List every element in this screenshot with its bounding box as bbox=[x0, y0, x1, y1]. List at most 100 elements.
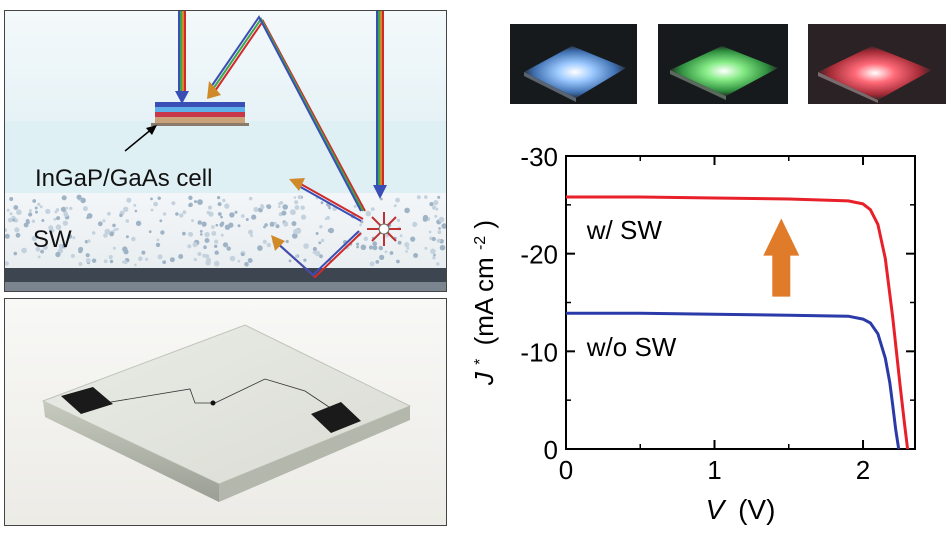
particle bbox=[424, 246, 428, 250]
particle bbox=[193, 258, 197, 262]
particle bbox=[150, 208, 154, 212]
particle bbox=[160, 230, 165, 235]
particle bbox=[312, 251, 316, 254]
particle bbox=[222, 242, 229, 248]
particle bbox=[229, 212, 235, 218]
particle bbox=[433, 200, 439, 206]
particle bbox=[430, 248, 436, 255]
particle bbox=[432, 256, 436, 260]
particle bbox=[123, 249, 129, 255]
particle bbox=[303, 243, 309, 249]
particle bbox=[294, 200, 299, 205]
left-contact-pad bbox=[61, 387, 113, 414]
particle bbox=[12, 218, 16, 222]
particle bbox=[266, 204, 270, 208]
luminescence-photo-strip bbox=[510, 24, 946, 104]
particle bbox=[413, 253, 419, 258]
y-tick-label: -20 bbox=[520, 240, 558, 270]
particle bbox=[410, 236, 416, 242]
particle bbox=[395, 197, 400, 203]
particle bbox=[134, 263, 137, 267]
particle bbox=[281, 210, 287, 216]
photo-green-glow bbox=[658, 24, 788, 104]
back-reflector-edge bbox=[5, 282, 446, 291]
particle bbox=[416, 195, 421, 200]
particle bbox=[67, 234, 73, 239]
particle bbox=[217, 196, 221, 200]
particle bbox=[72, 236, 76, 240]
particle bbox=[34, 206, 38, 210]
particle bbox=[303, 258, 307, 262]
sw-label: SW bbox=[33, 226, 72, 253]
particle bbox=[199, 230, 203, 233]
particle bbox=[248, 229, 253, 235]
particle bbox=[436, 262, 440, 266]
particle bbox=[197, 252, 202, 256]
particle bbox=[206, 257, 212, 263]
particle bbox=[76, 194, 82, 200]
series-lines bbox=[566, 195, 910, 450]
particle bbox=[222, 198, 226, 203]
particle bbox=[104, 228, 111, 235]
particle bbox=[191, 219, 194, 223]
particle bbox=[433, 253, 436, 257]
particle bbox=[257, 245, 263, 251]
particle bbox=[294, 205, 300, 210]
device-photo-drawing bbox=[5, 299, 446, 525]
particle bbox=[424, 195, 428, 199]
particle bbox=[123, 206, 129, 212]
particle bbox=[380, 197, 383, 201]
particle bbox=[211, 225, 215, 229]
particle bbox=[372, 241, 378, 246]
particle bbox=[384, 250, 388, 254]
particle bbox=[112, 223, 116, 228]
plot-frame bbox=[565, 155, 916, 450]
particle bbox=[319, 254, 323, 259]
particle bbox=[62, 244, 67, 249]
particle bbox=[273, 221, 277, 225]
particle bbox=[314, 250, 321, 257]
particle bbox=[125, 219, 130, 223]
particle bbox=[85, 258, 91, 263]
particle bbox=[41, 219, 45, 222]
x-axis-label: V (V) bbox=[706, 494, 776, 525]
particle bbox=[69, 206, 73, 211]
photo-blue-glow bbox=[510, 24, 637, 104]
particle bbox=[300, 205, 305, 210]
ray-left bbox=[175, 11, 189, 104]
particle bbox=[16, 209, 22, 215]
particle bbox=[278, 205, 281, 208]
particle bbox=[283, 221, 289, 227]
particle bbox=[35, 210, 38, 214]
particle bbox=[70, 253, 75, 258]
particle bbox=[197, 220, 202, 225]
particle bbox=[359, 223, 362, 227]
particle bbox=[179, 213, 184, 218]
particle bbox=[253, 206, 259, 213]
particle bbox=[125, 235, 129, 239]
particle bbox=[220, 221, 225, 226]
particle bbox=[301, 214, 307, 220]
particle bbox=[103, 259, 108, 264]
particle bbox=[263, 225, 266, 229]
particle bbox=[319, 225, 323, 229]
particle bbox=[155, 242, 161, 248]
particle bbox=[135, 220, 142, 226]
particle bbox=[31, 235, 38, 242]
particle bbox=[436, 238, 441, 243]
y-tick-label: 0 bbox=[544, 435, 558, 465]
particle bbox=[9, 197, 14, 201]
particle bbox=[397, 240, 402, 245]
luminescence-photos bbox=[510, 24, 946, 104]
particle bbox=[431, 236, 436, 242]
particle bbox=[91, 258, 97, 263]
particle bbox=[282, 204, 289, 210]
particle bbox=[119, 213, 123, 218]
solar-window-schematic: InGaP/GaAs cell SW bbox=[4, 10, 447, 292]
particle bbox=[39, 205, 43, 209]
series-label-without-sw: w/o SW bbox=[586, 332, 677, 362]
ingap-gaas-cell-stack bbox=[151, 102, 249, 126]
particle bbox=[15, 232, 21, 238]
series-line-0 bbox=[566, 195, 910, 450]
particle bbox=[25, 219, 30, 223]
